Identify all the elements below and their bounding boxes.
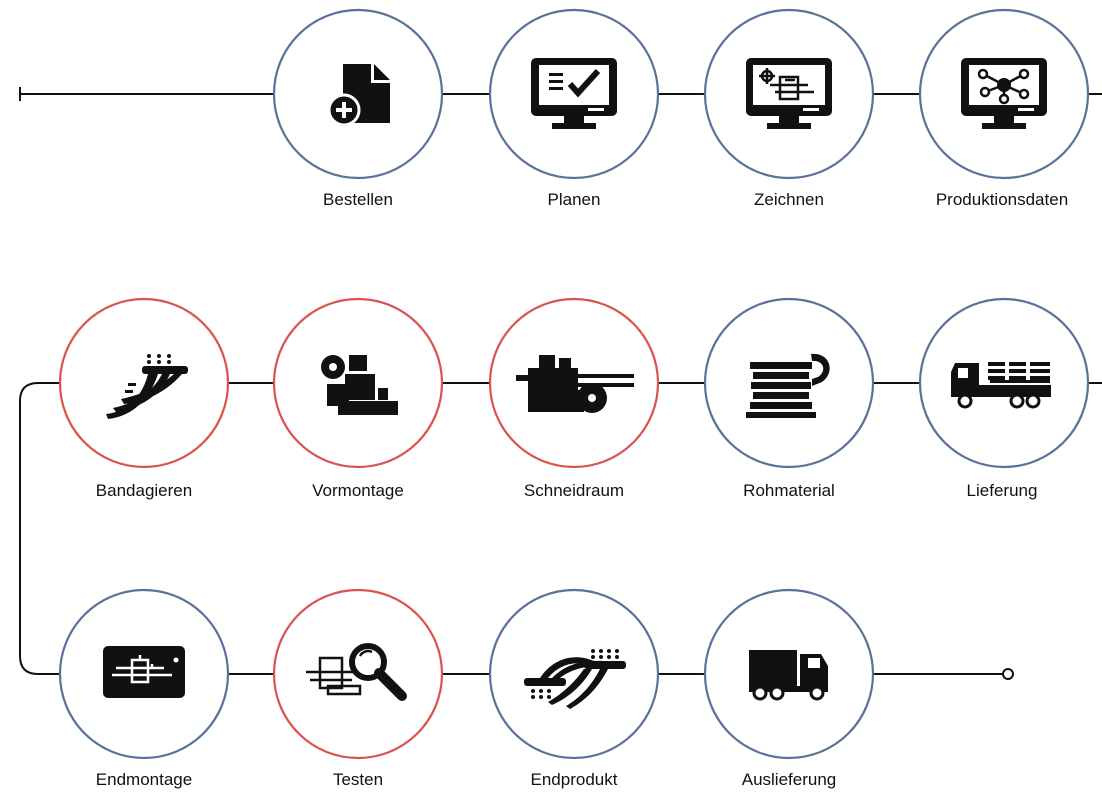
stage-label-produktionsdaten: Produktionsdaten — [935, 190, 1069, 209]
preassembly-machine-icon — [321, 355, 398, 415]
stage-label-rohmaterial: Rohmaterial — [743, 481, 835, 500]
row-2-line — [19, 382, 1102, 675]
wire-harness-icon — [524, 649, 626, 709]
stage-label-bandagieren: Bandagieren — [95, 481, 193, 500]
stage-label-planen: Planen — [547, 190, 601, 209]
assembly-board-icon — [103, 646, 185, 698]
stage-label-zeichnen: Zeichnen — [754, 190, 824, 209]
stage-label-endprodukt: Endprodukt — [530, 770, 618, 789]
end-marker — [1002, 668, 1014, 680]
cable-spool-icon — [746, 353, 830, 418]
stage-label-bestellen: Bestellen — [323, 190, 393, 209]
stage-label-lieferung: Lieferung — [966, 481, 1038, 500]
stage-label-schneidraum: Schneidraum — [523, 481, 625, 500]
magnifier-board-icon — [306, 643, 407, 701]
stage-label-endmontage: Endmontage — [95, 770, 193, 789]
stage-circle-endprodukt[interactable] — [488, 588, 660, 760]
monitor-checklist-icon — [531, 58, 617, 129]
delivery-truck-icon — [749, 650, 828, 701]
stage-label-testen: Testen — [332, 770, 384, 789]
stage-label-auslieferung: Auslieferung — [741, 770, 837, 789]
monitor-drawing-icon — [746, 58, 832, 129]
wire-bundle-icon — [106, 354, 188, 419]
stage-circle-bandagieren[interactable] — [58, 297, 230, 469]
monitor-network-icon — [961, 58, 1047, 129]
truck-loaded-icon — [951, 362, 1051, 409]
document-add-icon — [327, 64, 390, 127]
stage-label-vormontage: Vormontage — [312, 481, 404, 500]
cutting-machine-icon — [516, 355, 634, 413]
